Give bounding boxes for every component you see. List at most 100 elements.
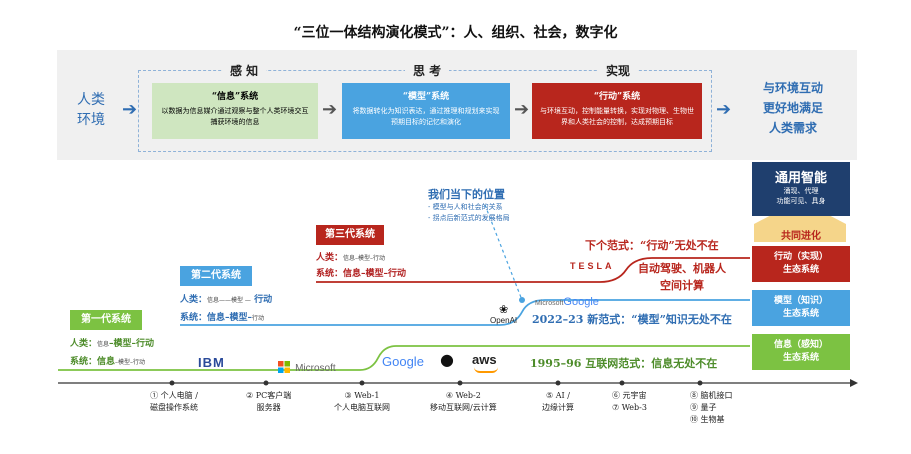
ibm-logo: IBM <box>198 355 225 370</box>
model-system-box: “模型”系统 将数据转化为知识表达，通过推理和规划来实现预期目标的记忆和演化 <box>342 83 510 139</box>
gen1-system: 系统：信息–模型–行动 <box>70 354 145 367</box>
gen3-system: 系统：信息–模型–行动 <box>316 269 407 279</box>
coevolve-label: 共同进化 <box>781 231 821 242</box>
environment-label: 环境 <box>77 112 105 128</box>
openai-text: OpenAI <box>490 316 518 325</box>
gen1-label: 第一代系统 <box>70 310 142 330</box>
next-era-line: 自动驾驶、机器人 <box>638 262 726 275</box>
timeline-label: ⑤ AI / 边缘计算 <box>542 390 574 414</box>
gen3-human: 人类：信息–模型–行动 <box>316 250 385 263</box>
goal-text: 与环境互动 更好地满足 人类需求 <box>738 78 848 138</box>
action-system-box: “行动”系统 与环境互动，控制能量转换，实现对物理、生物世界和人类社会的控制，达… <box>532 83 702 139</box>
openai-icon: ❀ <box>498 303 509 316</box>
model-era-line <box>180 299 750 326</box>
timeline-line: ⑥ 元宇宙 <box>612 391 647 400</box>
model-system-desc: 将数据转化为知识表达，通过推理和规划来实现预期目标的记忆和演化 <box>352 107 500 126</box>
annotation-lines: - 模型与人和社会的关系 - 拐点后新范式的发展格局 <box>428 202 510 224</box>
gen1-human-prefix: 人类： <box>70 339 98 349</box>
info-era-line <box>58 345 750 371</box>
agi-line: 涌现、代理 <box>783 187 819 195</box>
timeline-label: ④ Web-2 移动互联网/云计算 <box>430 390 497 414</box>
gen1-human-text: –模型–行动 <box>109 339 155 349</box>
ai-era-text: 2022–23 新范式：“模型”知识无处不在 <box>532 313 732 326</box>
apple-logo-icon: ● <box>440 350 454 369</box>
model-system-title: “模型”系统 <box>402 92 450 102</box>
current-position-pointer <box>484 204 523 301</box>
goal-line: 与环境互动 <box>762 81 823 95</box>
gen1-system-text: 系统：信息 <box>70 357 116 367</box>
arrow-right-icon: ➔ <box>122 99 138 120</box>
annotation-line: - 拐点后新范式的发展格局 <box>428 214 510 222</box>
eco-line: 生态系统 <box>782 265 819 275</box>
arrow-right-icon: ➔ <box>322 99 338 120</box>
human-label: 人类 <box>77 92 105 108</box>
microsoft-logo: Microsoft <box>278 356 336 375</box>
eco-line: 模型（知识） <box>773 296 828 306</box>
timeline-line: 个人电脑互联网 <box>334 403 390 412</box>
timeline-label: ⑧ 脑机接口 ⑨ 量子 ⑩ 生物基 <box>690 390 733 426</box>
gen2-human-tiny: 信息——模型 — <box>207 297 251 304</box>
info-system-desc: 以数据为信息媒介通过观察与整个人类环境交互捕获环境的信息 <box>161 107 309 126</box>
timeline-line: ⑧ 脑机接口 <box>690 391 733 400</box>
gen2-system: 系统：信息–模型–行动 <box>180 310 264 323</box>
gen2-human-text: 行动 <box>254 295 273 305</box>
arrow-right-icon: ➔ <box>716 99 732 120</box>
model-ecosystem-box: 模型（知识） 生态系统 <box>752 290 850 326</box>
timeline-line: ① 个人电脑 / <box>150 391 198 400</box>
eco-line: 生态系统 <box>782 353 819 363</box>
timeline-line: ⑨ 量子 <box>690 403 717 412</box>
info-system-title: “信息”系统 <box>211 92 259 102</box>
timeline-label: ② PC客户端 服务器 <box>246 390 291 414</box>
timeline-line: ⑤ AI / <box>546 391 570 400</box>
gen2-system-tiny: 行动 <box>252 315 265 322</box>
internet-era-text: 1995–96 互联网范式：信息无处不在 <box>530 357 718 370</box>
action-ecosystem-box: 行动（实现） 生态系统 <box>752 246 850 282</box>
timeline-label: ⑥ 元宇宙 ⑦ Web-3 <box>612 390 647 414</box>
annotation-title: 我们当下的位置 <box>428 188 505 201</box>
google-text: Google <box>563 296 599 308</box>
info-system-box: “信息”系统 以数据为信息媒介通过观察与整个人类环境交互捕获环境的信息 <box>152 83 318 139</box>
ms-text: Microsoft <box>535 300 564 307</box>
human-environment: 人类 环境 <box>66 90 116 130</box>
gen1-human-tiny: 信息 <box>97 341 110 348</box>
timeline-line: ④ Web-2 <box>445 391 481 400</box>
microsoft-text: Microsoft <box>295 363 336 374</box>
action-era-line <box>316 257 750 283</box>
gen2-label: 第二代系统 <box>180 266 252 286</box>
next-era-title: 下个范式：“行动”无处不在 <box>585 239 719 252</box>
aws-logo: aws <box>472 352 497 367</box>
google-logo: Google <box>382 354 424 369</box>
next-era-desc: 自动驾驶、机器人 空间计算 <box>638 260 726 294</box>
phase-perceive: 感 知 <box>222 62 267 79</box>
openai-logo: ❀ OpenAI <box>490 303 517 325</box>
action-system-desc: 与环境互动，控制能量转换，实现对物理、生物世界和人类社会的控制，达成预期目标 <box>540 107 694 126</box>
timeline-line: ③ Web-1 <box>344 391 380 400</box>
timeline-arrow-icon <box>850 379 858 387</box>
timeline-line: ⑩ 生物基 <box>690 415 725 424</box>
phase-act: 实现 <box>598 62 639 79</box>
agi-box: 通用智能 涌现、代理 功能可见、具身 <box>752 162 850 216</box>
eco-line: 信息（感知） <box>773 340 828 350</box>
action-system-title: “行动”系统 <box>593 92 641 102</box>
goal-line: 更好地满足 <box>762 101 823 115</box>
timeline-line: 磁盘操作系统 <box>150 403 198 412</box>
gen3-human-prefix: 人类： <box>316 253 344 263</box>
tesla-logo: TESLA <box>570 261 615 271</box>
gen1-system-tiny: –模型–行动 <box>115 359 146 366</box>
timeline-line: 边缘计算 <box>542 403 574 412</box>
annotation-line: - 模型与人和社会的关系 <box>428 203 503 211</box>
microsoft-icon <box>278 360 290 373</box>
agi-title: 通用智能 <box>774 171 827 186</box>
goal-line: 人类需求 <box>768 121 817 135</box>
timeline-line: ② PC客户端 <box>246 391 292 400</box>
arrow-right-icon: ➔ <box>514 99 530 120</box>
timeline-label: ① 个人电脑 / 磁盘操作系统 <box>150 390 198 414</box>
info-ecosystem-box: 信息（感知） 生态系统 <box>752 334 850 370</box>
timeline-line: 服务器 <box>256 403 281 412</box>
gen3-label: 第三代系统 <box>316 225 384 245</box>
gen2-system-text: 系统：信息–模型– <box>180 313 253 323</box>
aws-smile-icon <box>474 367 498 373</box>
timeline-line: 移动互联网/云计算 <box>430 403 497 412</box>
timeline-line: ⑦ Web-3 <box>612 403 647 412</box>
